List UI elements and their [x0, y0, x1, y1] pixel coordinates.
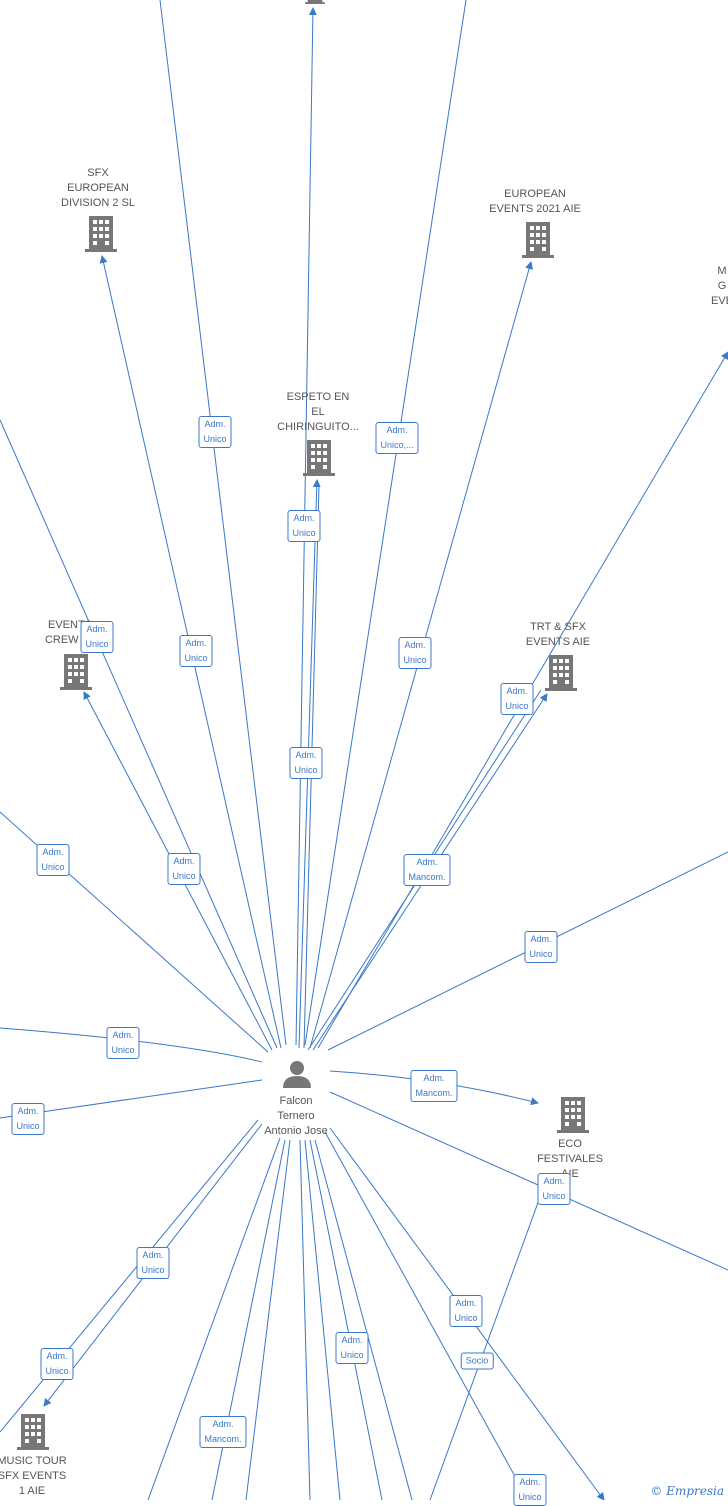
- company-label-right-edge[interactable]: M G EVE: [710, 265, 728, 307]
- edge-top-right[interactable]: [304, 0, 467, 1046]
- relation-label[interactable]: Adm. Unico: [289, 747, 323, 779]
- edge-left-top[interactable]: [0, 419, 278, 1049]
- relation-label[interactable]: Adm. Unico: [449, 1295, 483, 1327]
- relation-label[interactable]: Adm. Unico: [335, 1332, 369, 1364]
- relation-label[interactable]: Adm. Unico: [136, 1247, 170, 1279]
- relation-label[interactable]: Adm. Unico: [398, 637, 432, 669]
- relation-label[interactable]: Adm. Unico: [513, 1474, 547, 1506]
- edge-b-1[interactable]: [147, 1137, 281, 1500]
- relation-label[interactable]: Adm. Unico: [11, 1103, 45, 1135]
- relation-label[interactable]: Adm. Unico: [500, 683, 534, 715]
- edge-right-lower[interactable]: [329, 1091, 728, 1271]
- relation-label[interactable]: Adm. Unico: [198, 416, 232, 448]
- company-label-trt[interactable]: TRT & SFX EVENTS AIE: [525, 621, 591, 648]
- building-icon[interactable]: [557, 1097, 589, 1133]
- building-icon[interactable]: [60, 654, 92, 690]
- company-label-sfx-european[interactable]: SFX EUROPEAN DIVISION 2 SL: [61, 167, 135, 209]
- edge-b-8[interactable]: [324, 1131, 529, 1500]
- edge-left-1035[interactable]: [0, 1027, 263, 1063]
- relation-label[interactable]: Adm. Unico: [80, 621, 114, 653]
- building-icon[interactable]: [545, 655, 577, 691]
- relation-label[interactable]: Adm. Mancom.: [403, 854, 451, 886]
- nodes: [17, 0, 589, 1450]
- person-icon[interactable]: [283, 1061, 311, 1088]
- relation-label[interactable]: Adm. Mancom.: [410, 1070, 458, 1102]
- empresia-logo: © Empresia: [650, 1484, 724, 1498]
- building-icon[interactable]: [17, 1414, 49, 1450]
- relation-label[interactable]: Adm. Unico: [287, 510, 321, 542]
- edge-b-3[interactable]: [245, 1139, 291, 1500]
- building-icon[interactable]: [522, 222, 554, 258]
- relation-label[interactable]: Socio: [460, 1352, 494, 1370]
- relation-label[interactable]: Adm. Unico: [179, 635, 213, 667]
- company-label-espeto[interactable]: ESPETO EN EL CHIRINGUITO...: [277, 391, 359, 433]
- relation-label[interactable]: Adm. Unico: [524, 931, 558, 963]
- person-label[interactable]: Falcon Ternero Antonio Jose: [264, 1095, 328, 1137]
- edge-b-4[interactable]: [299, 1139, 311, 1500]
- edge-bl-1[interactable]: [0, 1119, 259, 1433]
- relation-label[interactable]: Adm. Unico: [40, 1348, 74, 1380]
- relation-label[interactable]: Adm. Unico: [36, 844, 70, 876]
- building-icon[interactable]: [303, 440, 335, 476]
- relation-label[interactable]: Adm. Unico: [106, 1027, 140, 1059]
- relation-label[interactable]: Adm. Unico,...: [375, 422, 419, 454]
- company-label-european-events[interactable]: EUROPEAN EVENTS 2021 AIE: [489, 188, 581, 215]
- edge-b-6[interactable]: [309, 1139, 383, 1500]
- relation-label[interactable]: Adm. Unico: [167, 853, 201, 885]
- edge-b-5[interactable]: [304, 1139, 341, 1500]
- edge-b-7[interactable]: [314, 1139, 413, 1500]
- relation-label[interactable]: Adm. Unico: [537, 1173, 571, 1205]
- edge-top-left[interactable]: [159, 0, 287, 1046]
- building-icon[interactable]: [305, 0, 325, 4]
- copyright-symbol: ©: [650, 1484, 663, 1498]
- building-icon[interactable]: [85, 216, 117, 252]
- company-label-music-tour[interactable]: MUSIC TOUR SFX EVENTS 1 AIE: [0, 1455, 67, 1497]
- relation-label[interactable]: Adm. Mancom.: [199, 1416, 247, 1448]
- edge-socio[interactable]: [429, 1174, 549, 1500]
- brand-name: Empresia: [666, 1484, 724, 1498]
